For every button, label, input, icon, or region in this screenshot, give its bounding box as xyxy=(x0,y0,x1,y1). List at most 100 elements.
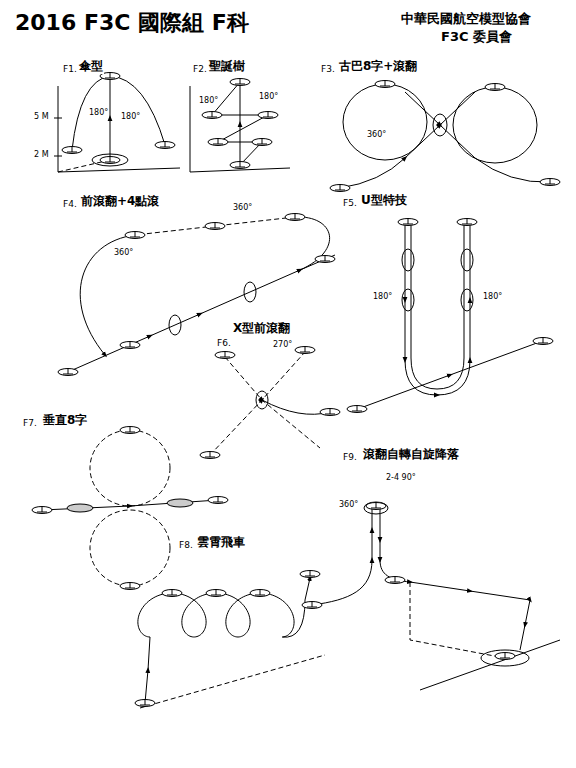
figure-label: X型前滾翻 xyxy=(232,322,291,336)
loop-path xyxy=(138,593,294,637)
f8-figure xyxy=(135,571,325,709)
f9-figure xyxy=(302,502,560,690)
ground-line xyxy=(420,640,560,690)
flight-path xyxy=(145,637,150,703)
helicopter-icon xyxy=(485,84,505,91)
figure-label: 垂直8字 xyxy=(42,414,88,428)
landing-pad xyxy=(481,650,529,666)
figure-label: F4. xyxy=(62,199,78,209)
roll-ring xyxy=(169,315,181,335)
flight-path xyxy=(312,508,372,605)
helicopter-icon xyxy=(62,147,82,154)
figure-label: 5 M xyxy=(33,112,50,121)
flight-path xyxy=(110,76,165,145)
figure-label: 360° xyxy=(338,500,359,509)
roll-ring xyxy=(402,249,414,271)
figure-label: 2 M xyxy=(33,150,50,159)
flight-path xyxy=(405,92,475,158)
roll-ring xyxy=(402,289,414,311)
page-title: 2016 F3C 國際組 F科 xyxy=(14,10,250,35)
helicopter-icon xyxy=(120,427,140,434)
figure-label: 360° xyxy=(366,130,387,139)
helicopter-icon xyxy=(206,590,226,597)
helicopter-icon xyxy=(230,79,250,86)
helicopter-icon xyxy=(375,81,395,88)
helicopter-icon xyxy=(120,342,140,349)
figure-label: F7. xyxy=(22,418,38,428)
figure-label: F9. xyxy=(342,452,358,462)
helicopter-icon xyxy=(230,162,250,169)
helicopter-icon xyxy=(285,214,305,221)
helicopter-icon xyxy=(315,256,335,263)
helicopter-icon xyxy=(258,112,278,119)
tick-mark xyxy=(54,118,62,156)
figure-label: 中華民國航空模型協會 xyxy=(400,12,532,27)
helicopter-icon xyxy=(533,338,553,345)
figure-label: 雲霄飛車 xyxy=(196,536,246,550)
helicopter-icon xyxy=(295,347,315,354)
roll-ring xyxy=(461,289,473,311)
f4-figure xyxy=(58,214,335,376)
helicopter-icon xyxy=(252,139,272,146)
figure-label: 傘型 xyxy=(78,60,104,74)
helicopter-icon xyxy=(135,700,155,707)
figure-label: 270° xyxy=(272,340,293,349)
flight-path xyxy=(475,158,550,182)
helicopter-icon xyxy=(320,409,340,416)
f5-figure xyxy=(347,219,553,413)
helicopter-icon xyxy=(125,232,145,239)
helicopter-icon xyxy=(300,571,320,578)
f7-figure xyxy=(32,427,228,590)
flight-path xyxy=(411,224,464,389)
helicopter-icon xyxy=(250,590,270,597)
helicopter-icon xyxy=(58,369,78,376)
figure-label: 聖誕樹 xyxy=(208,60,246,74)
flight-path xyxy=(225,357,320,448)
figure-label: 180° xyxy=(198,96,219,105)
f1-figure xyxy=(54,73,180,173)
flight-path xyxy=(110,80,111,158)
helicopter-icon xyxy=(202,112,222,119)
figure-label: 古巴8字+滾翻 xyxy=(338,60,418,74)
flight-path xyxy=(405,224,470,395)
f6-figure xyxy=(200,347,340,459)
helicopter-icon xyxy=(495,653,515,660)
roll-ring xyxy=(461,249,473,271)
figure-label: 180° xyxy=(258,92,279,101)
figure-label: 180° xyxy=(372,292,393,301)
flight-path xyxy=(68,255,335,372)
helicopter-icon xyxy=(457,219,477,226)
roll-lens xyxy=(67,504,93,512)
figure-label: 滾翻自轉自旋降落 xyxy=(362,448,460,462)
f3-figure xyxy=(330,81,560,192)
loop-path xyxy=(90,430,170,506)
roll-ring xyxy=(364,502,388,514)
helicopter-icon xyxy=(162,590,182,597)
ground-line xyxy=(355,340,545,410)
roll-ring xyxy=(244,282,256,302)
helicopter-icon xyxy=(347,406,367,413)
roll-ring xyxy=(433,114,447,136)
figure-label: 180° xyxy=(482,292,503,301)
roll-ring xyxy=(256,391,268,409)
helicopter-icon xyxy=(205,223,225,230)
helicopter-icon xyxy=(366,503,386,510)
figure-label: F2. xyxy=(192,64,208,74)
flight-path xyxy=(80,235,135,355)
helicopter-icon xyxy=(120,583,140,590)
flight-path xyxy=(405,92,475,158)
flight-path xyxy=(240,84,241,165)
roll-lens xyxy=(167,499,193,507)
helicopter-icon xyxy=(100,157,120,164)
flight-path xyxy=(340,158,405,188)
guide-line xyxy=(410,582,505,658)
figure-label: 180° xyxy=(88,108,109,117)
helicopter-icon xyxy=(208,139,228,146)
figure-label: F3C 委員會 xyxy=(440,30,513,45)
loop-path xyxy=(453,87,537,163)
flight-path xyxy=(135,217,295,235)
loop-path xyxy=(90,510,170,586)
flight-path xyxy=(380,508,530,650)
